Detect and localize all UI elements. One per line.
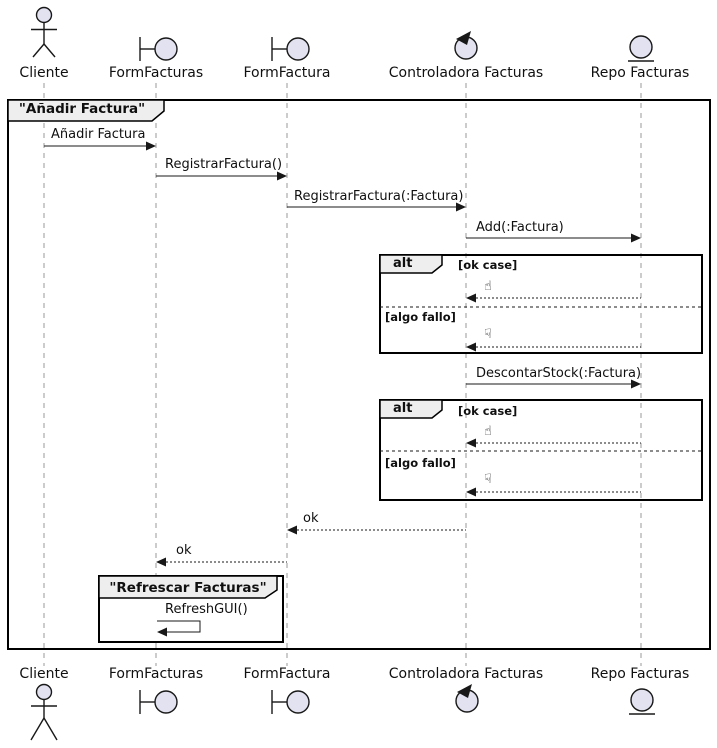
main-frame bbox=[7, 99, 711, 650]
participant-label-cliente: Cliente bbox=[19, 666, 69, 682]
alt-operator-pentagon bbox=[379, 254, 443, 274]
return-arrow-fail bbox=[466, 342, 641, 352]
arrow-add-param bbox=[466, 233, 641, 243]
alt-guard-fail: [algo fallo] bbox=[385, 456, 456, 470]
header-icons bbox=[31, 6, 654, 62]
entity-icon bbox=[629, 688, 655, 715]
refresh-frame bbox=[98, 575, 284, 643]
alt-operator-label: alt bbox=[393, 256, 413, 271]
message-label-register-param: RegistrarFactura(:Factura) bbox=[294, 189, 464, 204]
boundary-icon bbox=[271, 37, 310, 61]
message-label-register: RegistrarFactura() bbox=[165, 157, 283, 172]
arrow-register-param bbox=[287, 202, 466, 212]
return-arrow-ok-to-formfacturas bbox=[156, 557, 287, 567]
return-arrow-ok bbox=[466, 293, 641, 303]
return-arrow-ok bbox=[466, 438, 641, 448]
message-label-refresh-gui: RefreshGUI() bbox=[165, 602, 248, 617]
message-label-discount-stock: DescontarStock(:Factura) bbox=[476, 366, 642, 381]
participant-label-formfacturas: FormFacturas bbox=[108, 666, 204, 682]
alt-fragment-1 bbox=[379, 254, 703, 354]
arrow-add-invoice bbox=[44, 141, 156, 151]
participant-label-repo: Repo Facturas bbox=[590, 65, 690, 81]
message-label-ok-1: ok bbox=[303, 511, 319, 526]
thumbs-down-icon: ☟ bbox=[484, 472, 492, 487]
participant-label-cliente: Cliente bbox=[19, 65, 69, 81]
participant-label-formfacturas: FormFacturas bbox=[108, 65, 204, 81]
participant-label-controladora: Controladora Facturas bbox=[388, 666, 544, 682]
alt-fragment-2 bbox=[379, 399, 703, 501]
boundary-icon bbox=[271, 690, 310, 714]
participant-label-formfactura: FormFactura bbox=[243, 666, 331, 682]
actor-icon bbox=[31, 6, 57, 58]
message-arrows bbox=[44, 141, 641, 389]
refresh-frame-label-pentagon bbox=[98, 575, 278, 599]
refresh-frame-title: "Refrescar Facturas" bbox=[109, 580, 267, 596]
control-icon bbox=[455, 684, 479, 713]
return-arrow-fail bbox=[466, 487, 641, 497]
boundary-icon bbox=[139, 690, 178, 714]
main-frame-label-pentagon bbox=[7, 99, 165, 122]
main-frame-title: "Añadir Factura" bbox=[18, 101, 146, 117]
alt-guard-ok: [ok case] bbox=[458, 404, 518, 418]
self-message-arrow bbox=[157, 620, 201, 637]
message-label-ok-2: ok bbox=[176, 543, 192, 558]
participant-label-repo: Repo Facturas bbox=[590, 666, 690, 682]
participant-label-formfactura: FormFactura bbox=[243, 65, 331, 81]
control-icon bbox=[454, 31, 478, 60]
alt-operator-label: alt bbox=[393, 401, 413, 416]
thumbs-up-icon: ☝ bbox=[484, 424, 492, 439]
alt-guard-fail: [algo fallo] bbox=[385, 310, 456, 324]
footer-icons bbox=[30, 683, 655, 741]
thumbs-down-icon: ☟ bbox=[484, 327, 492, 342]
alt-operator-pentagon bbox=[379, 399, 443, 419]
boundary-icon bbox=[139, 37, 178, 61]
actor-icon bbox=[30, 683, 58, 741]
return-arrow-ok-to-formfactura bbox=[287, 525, 466, 535]
participant-label-controladora: Controladora Facturas bbox=[388, 65, 544, 81]
arrow-register bbox=[156, 171, 287, 181]
thumbs-up-icon: ☝ bbox=[484, 279, 492, 294]
alt-guard-ok: [ok case] bbox=[458, 258, 518, 272]
lifelines bbox=[43, 83, 642, 666]
message-label-add-invoice: Añadir Factura bbox=[51, 127, 146, 142]
message-label-add-param: Add(:Factura) bbox=[476, 220, 564, 235]
arrow-discount-stock bbox=[466, 379, 641, 389]
ok-returns bbox=[156, 525, 466, 567]
entity-icon bbox=[628, 35, 654, 62]
